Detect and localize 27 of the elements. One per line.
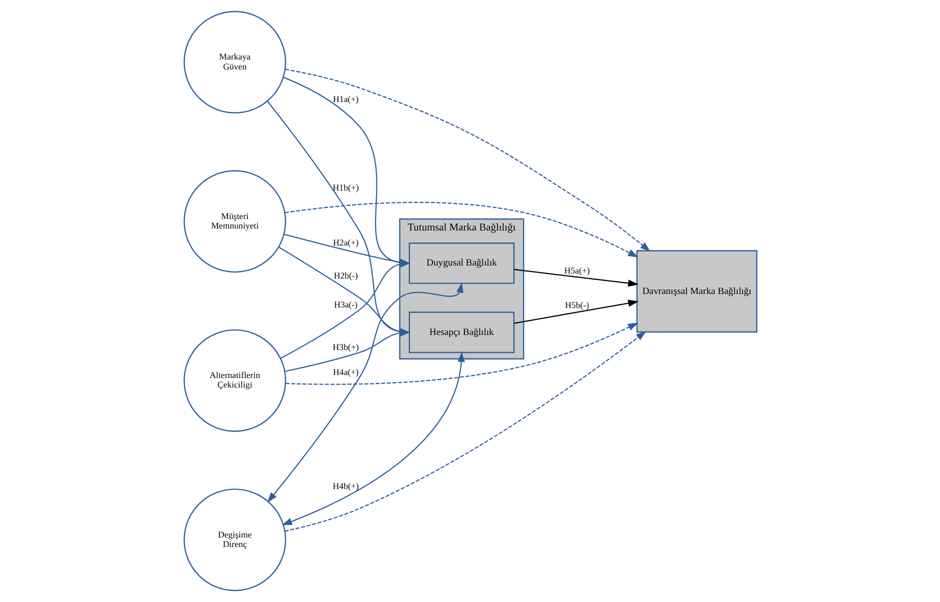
- arrow: [281, 352, 464, 526]
- edge-label: H5b(-): [564, 300, 589, 310]
- edge-label: H1b(+): [332, 182, 358, 193]
- edge-label: H4a(+): [332, 366, 358, 377]
- node-circle: Markaya Güven: [183, 10, 286, 114]
- edge-label: H3b(+): [332, 342, 358, 352]
- arrow: [266, 282, 463, 503]
- edge-label: H1a(+): [332, 94, 358, 104]
- node-circle: Müşteri Memnuniyeti: [183, 170, 286, 273]
- arrow: [513, 268, 638, 287]
- arrow: [284, 329, 410, 372]
- edge-label: H5a(+): [564, 265, 590, 276]
- node-circle: Alternatiflerin Çekiciligi: [183, 329, 286, 432]
- arrow: [513, 300, 638, 324]
- arrow: [284, 68, 650, 252]
- arrow: [284, 202, 638, 258]
- edge-label: H3a(-): [334, 299, 358, 310]
- arrow: [280, 260, 410, 359]
- node-circle: Degişime Direnç: [183, 488, 286, 592]
- node-box: Davranışsal Marka Bağlılığı: [636, 250, 757, 333]
- arrow: [284, 331, 646, 532]
- node-box: Hesapçı Bağlılık: [408, 312, 514, 354]
- arrow: [285, 322, 638, 385]
- node-box: Duygusal Bağlılık: [408, 242, 514, 284]
- edge-label: H2b(-): [333, 270, 358, 280]
- edge-label: H2a(+): [332, 237, 358, 248]
- edge-label: H4b(+): [332, 481, 358, 492]
